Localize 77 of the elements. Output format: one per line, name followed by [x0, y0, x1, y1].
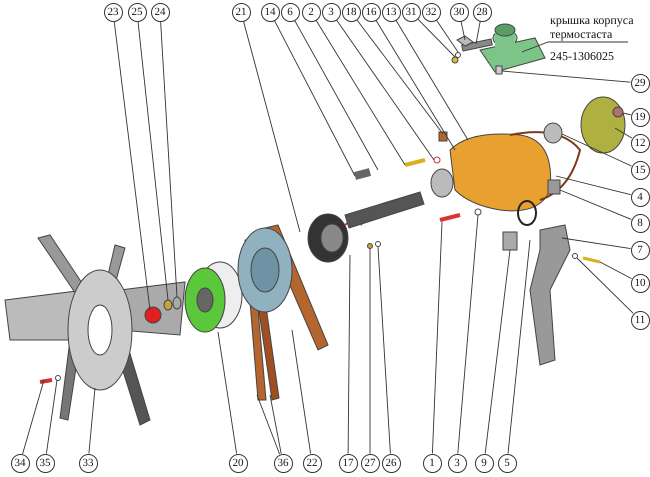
leader-line	[274, 20, 356, 176]
leader-line	[508, 240, 530, 454]
leader-line	[562, 238, 632, 250]
leader-line	[484, 250, 510, 454]
callout-number: 25	[128, 2, 146, 22]
callout-number: 33	[78, 454, 98, 472]
leader-line	[22, 380, 44, 454]
callout-number: 10	[630, 274, 650, 292]
leader-line	[502, 70, 631, 83]
callout-number: 23	[104, 2, 122, 22]
callout-number: 11	[630, 310, 650, 330]
callout-number: 19	[630, 108, 650, 126]
callout-number: 30	[450, 2, 468, 22]
leader-line	[417, 18, 456, 58]
callout-number: 26	[382, 454, 400, 472]
leader-line	[562, 134, 632, 166]
leader-line	[356, 19, 444, 134]
callout-number: 3	[448, 454, 466, 472]
leader-line	[336, 19, 434, 160]
callout-number: 36	[274, 454, 292, 472]
callout-number: 35	[36, 454, 54, 472]
callout-number: 24	[150, 2, 170, 22]
leader-line	[378, 246, 391, 454]
callout-number: 28	[472, 2, 492, 22]
leader-line	[270, 394, 282, 454]
callout-number: 7	[630, 240, 650, 260]
leader-line	[476, 20, 481, 44]
callout-number: 32	[422, 2, 440, 22]
leader-line	[432, 222, 442, 454]
part-name: крышка корпуса термостаста	[550, 13, 634, 41]
callout-number: 22	[302, 454, 322, 472]
leader-line	[218, 332, 238, 454]
leader-line	[576, 258, 634, 314]
leader-line	[614, 128, 632, 139]
leader-line	[556, 176, 632, 196]
part-number: 245-1306025	[550, 49, 615, 63]
leader-line	[294, 20, 378, 170]
leader-line	[316, 20, 406, 166]
leader-line	[138, 20, 168, 300]
callout-number: 14	[260, 2, 280, 22]
leader-line	[622, 112, 632, 116]
leader-line	[243, 20, 300, 232]
callout-number: 5	[498, 454, 516, 472]
callout-number: 3	[322, 2, 340, 22]
callout-number: 1	[422, 454, 442, 472]
leader-line	[460, 20, 466, 40]
callout-number: 8	[630, 214, 650, 232]
leader-line	[375, 20, 456, 150]
callout-number: 29	[630, 74, 650, 92]
callout-number: 15	[630, 160, 650, 180]
leader-line	[522, 42, 628, 52]
callout-number: 6	[280, 2, 300, 22]
leader-line	[457, 214, 478, 454]
leader-line	[395, 20, 468, 140]
leader-line	[114, 20, 150, 310]
leader-line	[88, 388, 96, 454]
callout-number: 17	[338, 454, 358, 472]
callout-number: 2	[302, 2, 320, 22]
leader-line	[46, 380, 58, 454]
callout-number: 4	[630, 188, 650, 206]
callout-number: 16	[362, 2, 380, 22]
callout-number: 27	[360, 454, 380, 472]
callout-number: 34	[10, 454, 30, 472]
leader-line	[436, 19, 458, 52]
callout-number: 31	[402, 2, 420, 22]
callout-number: 13	[382, 2, 400, 22]
leader-line	[600, 262, 632, 280]
leader-line	[560, 190, 632, 220]
callout-number: 9	[474, 454, 494, 472]
callout-number: 20	[228, 454, 248, 472]
callout-number: 18	[342, 2, 360, 22]
leader-line	[292, 330, 312, 454]
leader-line	[160, 21, 178, 298]
leader-line	[348, 254, 350, 454]
leader-line	[256, 394, 280, 455]
callout-number: 12	[630, 134, 650, 152]
callout-number: 21	[232, 2, 250, 22]
